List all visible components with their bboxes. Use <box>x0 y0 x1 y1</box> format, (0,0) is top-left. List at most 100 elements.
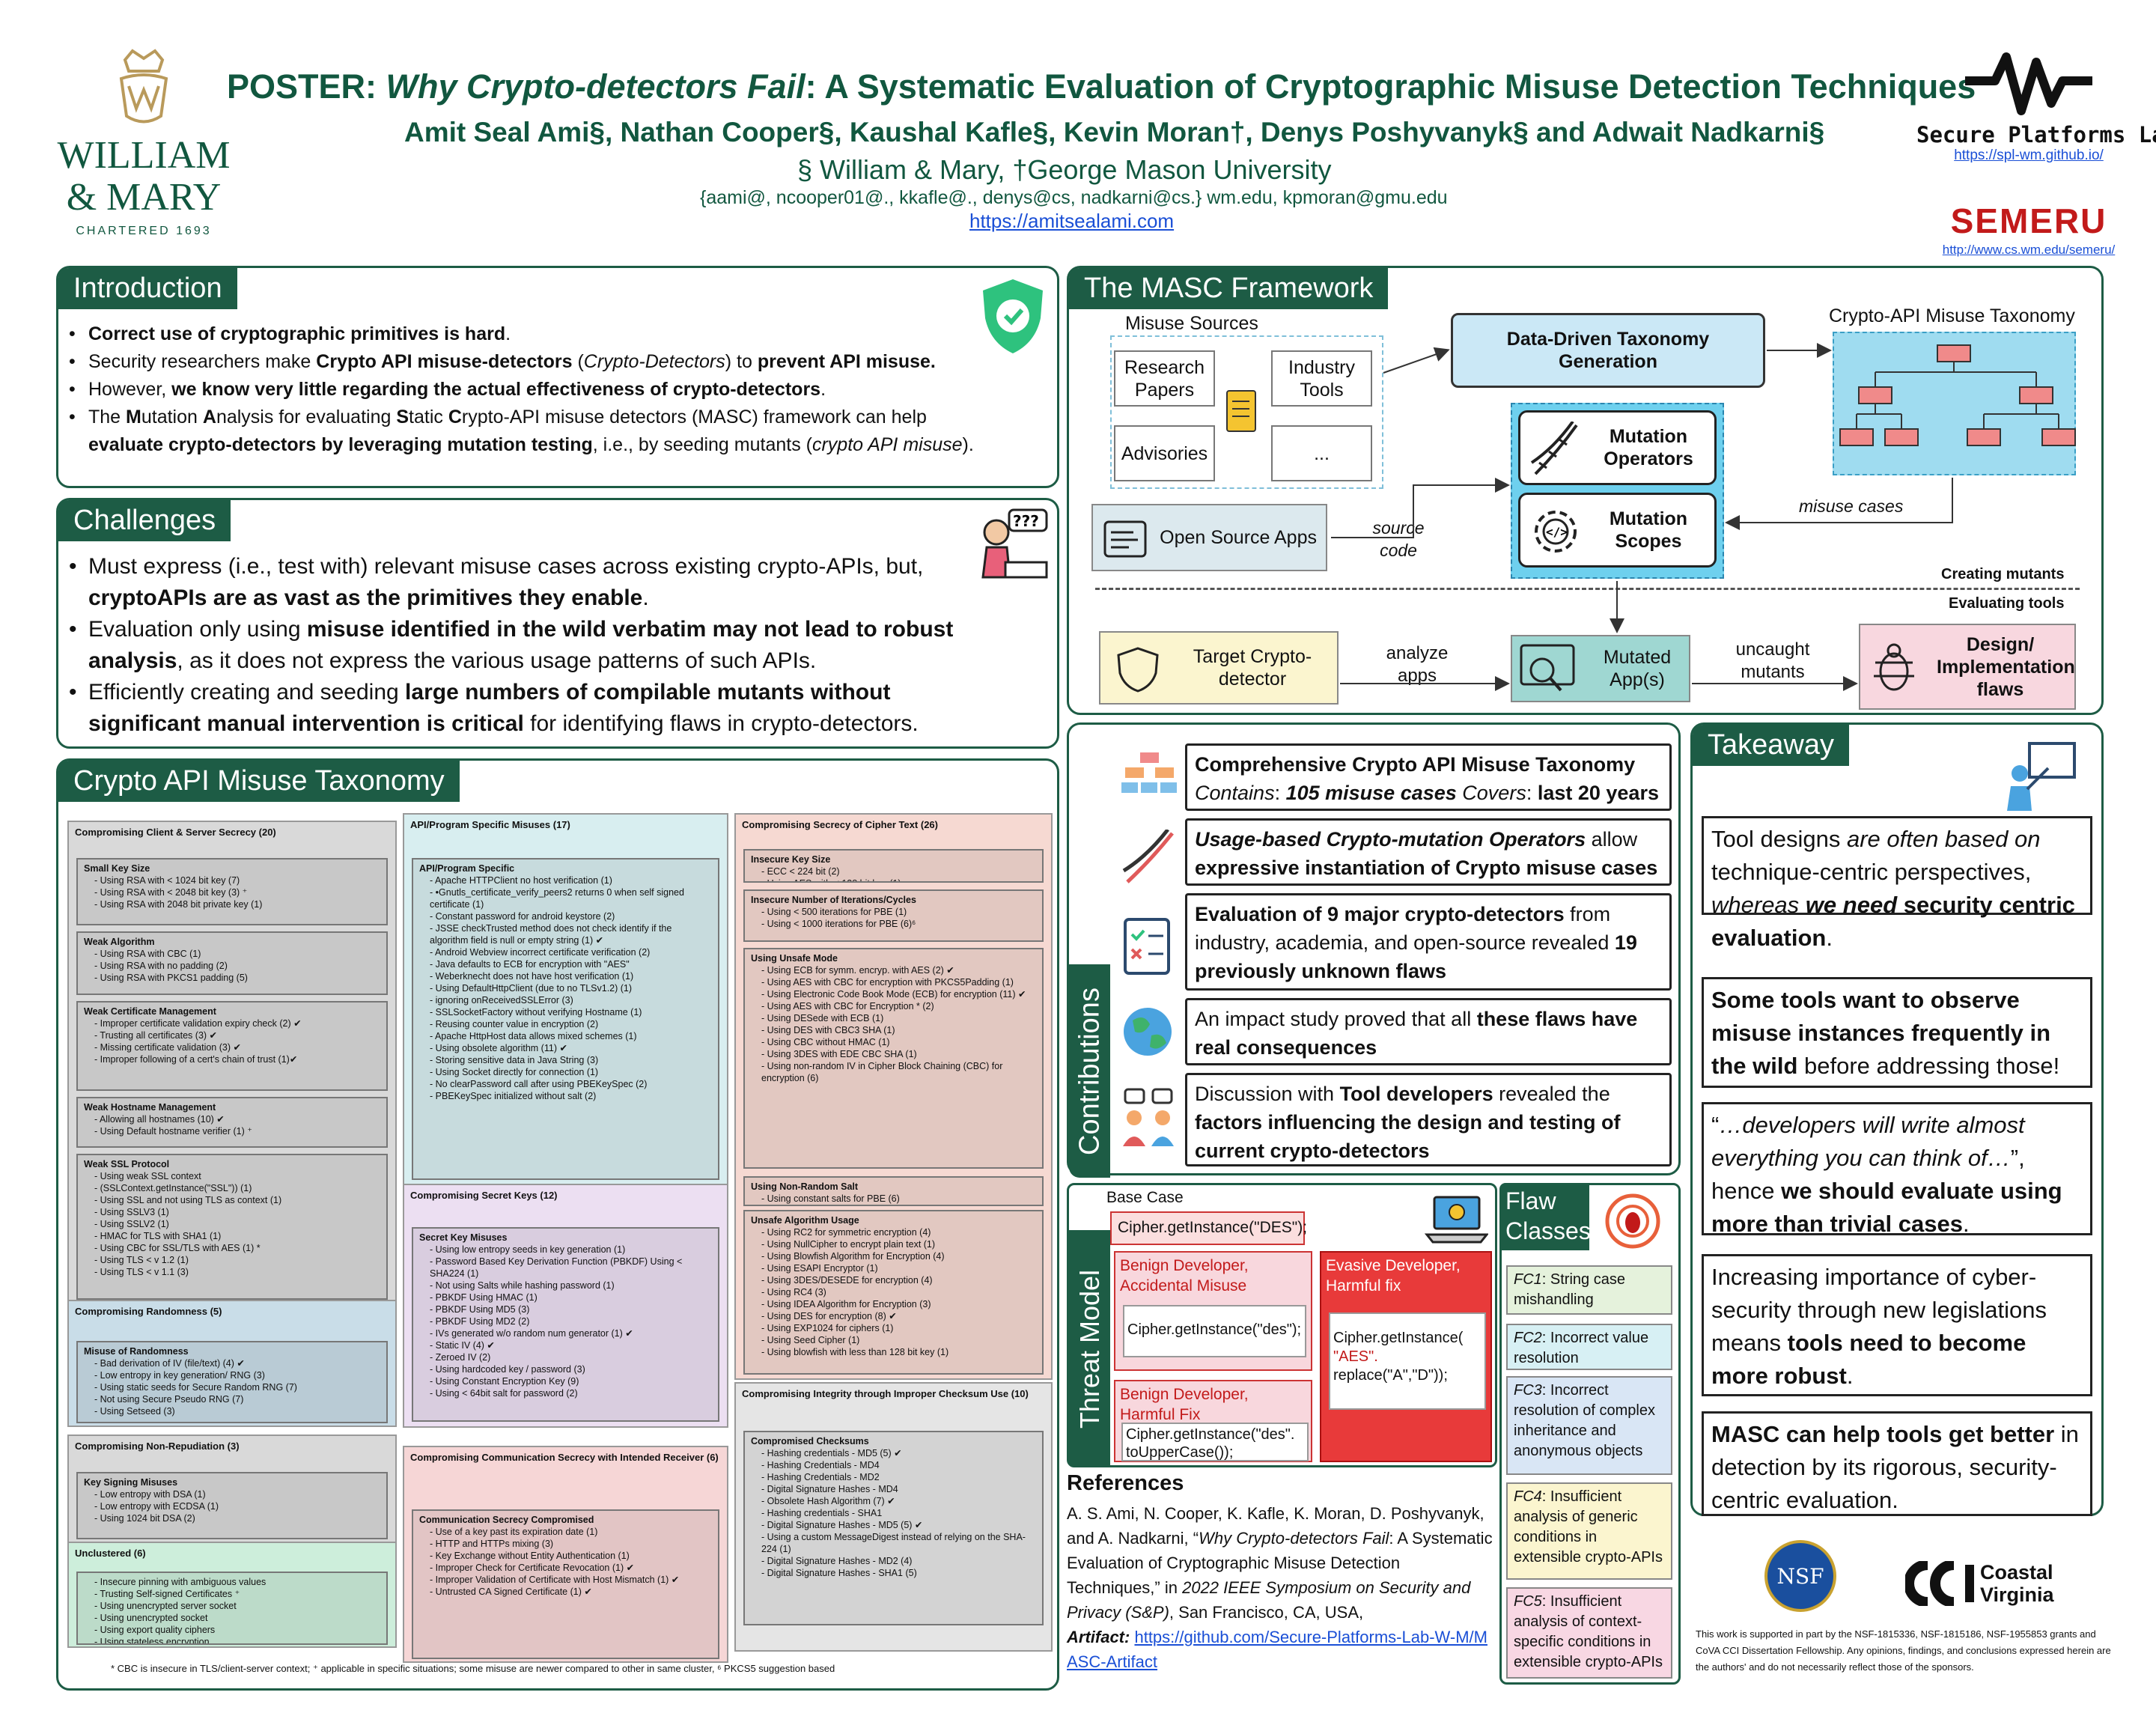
introduction-panel: Introduction Correct use of cryptographi… <box>56 266 1059 488</box>
taxonomy-category-header: Compromising Communication Secrecy with … <box>410 1452 719 1463</box>
misuse-case: Using 3DES with EDE CBC SHA (1) <box>761 1048 1036 1060</box>
misuse-case: Using obsolete algorithm (11) ✔ <box>430 1042 712 1054</box>
misuse-case: Using AES with CBC for Encryption * (2) <box>761 1000 1036 1012</box>
evasive-label: Evasive Developer, Harmful fix <box>1326 1257 1461 1294</box>
taxonomy-subcategory: Misuse of RandomnessBad derivation of IV… <box>76 1341 388 1423</box>
taxonomy-grid: Compromising Client & Server Secrecy (20… <box>58 761 1057 1688</box>
misuse-case: Trusting all certificates (3) ✔ <box>94 1029 380 1041</box>
introduction-title: Introduction <box>58 268 237 309</box>
misuse-case: Using RSA with < 1024 bit key (7) <box>94 874 380 886</box>
masc-panel: The MASC Framework Misuse Sources Resear… <box>1067 266 2104 715</box>
takeaway-item: Tool designs are often based on techniqu… <box>1702 816 2092 951</box>
misuse-case: Improper certificate validation expiry c… <box>94 1017 380 1029</box>
mutated-apps-label: Mutated App(s) <box>1603 647 1672 690</box>
funding-note: This work is supported in part by the NS… <box>1696 1628 2111 1673</box>
misuse-case: Use of a key past its expiration date (1… <box>430 1526 712 1538</box>
misuse-case: Using Constant Encryption Key (9) <box>430 1375 712 1387</box>
spl-heartbeat-icon <box>1965 52 2092 115</box>
semeru-logo: SEMERU http://www.cs.wm.edu/semeru/ <box>1916 201 2141 258</box>
misuse-case: Using DES for encryption (8) ✔ <box>761 1310 1036 1322</box>
contribution-discussion: Discussion with Tool developers revealed… <box>1185 1073 1672 1166</box>
lab-name: Secure Platforms Lab <box>1916 122 2156 147</box>
misuse-case: Using 1024 bit DSA (2) <box>94 1512 380 1524</box>
taxonomy-footnote: * CBC is insecure in TLS/client-server c… <box>111 1663 835 1674</box>
semeru-url[interactable]: http://www.cs.wm.edu/semeru/ <box>1942 243 2116 257</box>
source-industry-tools: Industry Tools <box>1271 350 1372 407</box>
shield-outline-icon <box>1117 647 1159 693</box>
takeaway-item: MASC can help tools get better in detect… <box>1702 1411 2092 1516</box>
contribution-operators: Usage-based Crypto-mutation Operators al… <box>1185 818 1672 886</box>
bug-target-icon <box>1605 1193 1660 1249</box>
misuse-case: Using DefaultHttpClient (due to no TLSv1… <box>430 982 712 994</box>
artifact-link[interactable]: https://github.com/Secure-Platforms-Lab-… <box>1067 1628 1487 1671</box>
taxonomy-subcategory: Weak AlgorithmUsing RSA with CBC (1)Usin… <box>76 931 388 995</box>
poster-title: POSTER: Why Crypto-detectors Fail: A Sys… <box>227 67 1976 106</box>
misuse-case: PBEKeySpec initialized without salt (2) <box>430 1090 712 1102</box>
website-link[interactable]: https://amitsealami.com <box>969 210 1175 232</box>
misuse-case: Using CBC without HMAC (1) <box>761 1036 1036 1048</box>
misuse-case: ignoring onReceivedSSLError (3) <box>430 994 712 1006</box>
misuse-case: IVs generated w/o random num generator (… <box>430 1327 712 1339</box>
taxonomy-category-header: API/Program Specific Misuses (17) <box>410 819 570 830</box>
contribution-evaluation: Evaluation of 9 major crypto-detectors f… <box>1185 893 1672 991</box>
benign-accidental-code: Cipher.getInstance("des"); <box>1123 1305 1306 1357</box>
benign-harmful-box: Benign Developer, Harmful Fix Cipher.get… <box>1114 1380 1312 1462</box>
flaw-class-fc1: FC1: String case mishandling <box>1506 1265 1672 1315</box>
misuse-case: Not using Salts while hashing password (… <box>430 1280 712 1292</box>
wm-crest-icon <box>119 49 168 124</box>
title-prefix: POSTER: <box>227 67 386 106</box>
misuse-case: Using RSA with < 2048 bit key (3) ⁺ <box>94 886 380 898</box>
benign-accidental-label: Benign Developer, Accidental Misuse <box>1120 1257 1249 1294</box>
misuse-case: Insecure pinning with ambiguous values <box>94 1576 380 1588</box>
misuse-case: Digital Signature Hashes - MD4 <box>761 1483 1036 1495</box>
lab-url[interactable]: https://spl-wm.github.io/ <box>1954 147 2104 163</box>
misuse-case: Using CBC for SSL/TLS with AES (1) * <box>94 1242 380 1254</box>
mutation-scopes-label: Mutation Scopes <box>1609 508 1688 552</box>
app-window-icon <box>1103 520 1147 558</box>
taxonomy-subcategory: Using Unsafe ModeUsing ECB for symm. enc… <box>743 948 1044 1169</box>
misuse-case: Using < 500 iterations for PBE (1) <box>761 906 1036 918</box>
misuse-case: Using AES with < 128 bit key (1) <box>761 877 1036 881</box>
misuse-case: Improper following of a cert's chain of … <box>94 1053 380 1065</box>
flaw-classes-title: Flaw Classes <box>1499 1183 1591 1250</box>
target-detector-box: Target Crypto-detector <box>1099 631 1339 705</box>
taxonomy-subcategory: Secret Key MisusesUsing low entropy seed… <box>412 1227 719 1422</box>
misuse-case: Zeroed IV (2) <box>430 1351 712 1363</box>
misuse-case: Using RSA with 2048 bit private key (1) <box>94 898 380 910</box>
misuse-case: Digital Signature Hashes - MD2 (4) <box>761 1555 1036 1567</box>
intro-item: Security researchers make Crypto API mis… <box>69 348 990 376</box>
wm-name: WILLIAM& MARY <box>57 134 231 219</box>
bug-alert-icon <box>1874 643 1914 691</box>
document-icon <box>1226 390 1256 432</box>
source-advisories: Advisories <box>1114 425 1215 481</box>
introduction-list: Correct use of cryptographic primitives … <box>69 320 990 459</box>
svg-text:NSF: NSF <box>1776 1564 1824 1589</box>
nsf-logo: NSF <box>1764 1540 1836 1612</box>
taxonomy-subcategory: Insecure pinning with ambiguous valuesTr… <box>76 1572 388 1645</box>
misuse-case: PBKDF Using MD5 (3) <box>430 1303 712 1315</box>
misuse-case: Using unencrypted socket <box>94 1612 380 1624</box>
evasive-box: Evasive Developer, Harmful fix Cipher.ge… <box>1320 1251 1492 1462</box>
challenge-item: Efficiently creating and seeding large n… <box>69 677 997 740</box>
data-driven-box: Data-Driven Taxonomy Generation <box>1451 313 1765 388</box>
svg-text:</>: </> <box>1546 525 1568 539</box>
misuse-case: Missing certificate validation (3) ✔ <box>94 1041 380 1053</box>
taxonomy-category-header: Compromising Client & Server Secrecy (20… <box>75 827 276 838</box>
misuse-case: Using export quality ciphers <box>94 1624 380 1636</box>
taxonomy-subcategory: Weak Hostname ManagementAllowing all hos… <box>76 1097 388 1148</box>
taxonomy-subcategory: Unsafe Algorithm UsageUsing RC2 for symm… <box>743 1210 1044 1375</box>
misuse-case: Apache HTTPClient no host verification (… <box>430 874 712 886</box>
evasive-code: Cipher.getInstance("AES".replace("A","D"… <box>1329 1312 1486 1410</box>
misuse-case: (SSLContext.getInstance("SSL")) (1) <box>94 1182 380 1194</box>
taxonomy-category-header: Compromising Secret Keys (12) <box>410 1190 558 1201</box>
misuse-case: Using unencrypted server socket <box>94 1600 380 1612</box>
misuse-case: HTTP and HTTPs mixing (3) <box>430 1538 712 1550</box>
misuse-case: HMAC for TLS with SHA1 (1) <box>94 1230 380 1242</box>
benign-harmful-label: Benign Developer, Harmful Fix <box>1120 1386 1249 1423</box>
misuse-case: Using NullCipher to encrypt plain text (… <box>761 1238 1036 1250</box>
base-case-code: Cipher.getInstance("DES"); <box>1110 1211 1307 1245</box>
misuse-case: SSLSocketFactory without verifying Hostn… <box>430 1006 712 1018</box>
evaluating-tools-label: Evaluating tools <box>1949 595 2065 612</box>
open-source-apps-label: Open Source Apps <box>1160 527 1317 548</box>
mutated-apps-box: Mutated App(s) <box>1511 635 1690 702</box>
